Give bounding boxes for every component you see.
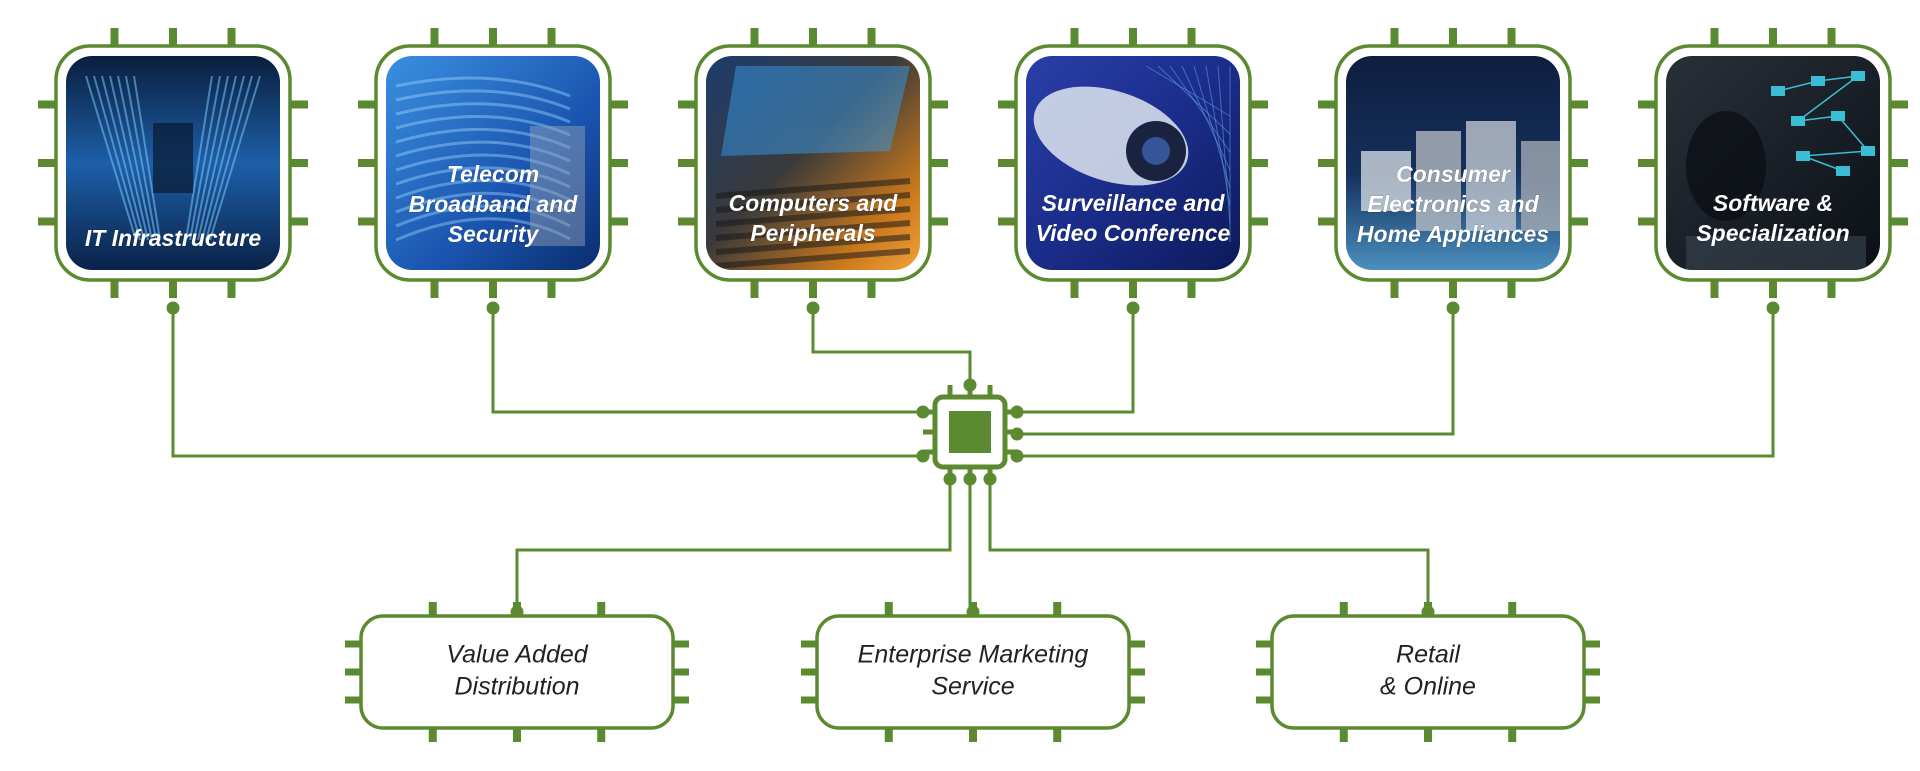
- connector-consumer-electronics: [1017, 302, 1455, 436]
- category-card-consumer-electronics-label-line-3: Home Appliances: [1357, 221, 1549, 247]
- software-flow-photo: [1686, 71, 1875, 270]
- connector-value-added-distribution: [515, 479, 952, 616]
- connector-computers: [811, 302, 972, 385]
- connector-dot-it-infrastructure: [166, 301, 180, 315]
- home-appliances-photo: [1361, 121, 1560, 231]
- category-card-image: [66, 56, 280, 270]
- connector-dot-telecom: [486, 301, 500, 315]
- category-card-computers-pins: [678, 28, 948, 298]
- service-box-retail-online-label-line-1: Retail: [1396, 641, 1461, 669]
- category-card-image: [1666, 56, 1880, 270]
- category-card-computers-label-line-1: Computers and: [729, 190, 899, 216]
- network-cables-photo: [395, 76, 585, 246]
- connector-dot-consumer-electronics: [1446, 301, 1460, 315]
- service-box-retail-online: Retail & Online: [1256, 602, 1600, 742]
- service-box-frame: [359, 614, 675, 730]
- laptop-photo: [715, 66, 911, 269]
- connector-retail-online: [988, 479, 1430, 616]
- connector-telecom: [491, 302, 923, 414]
- category-card-image: [386, 56, 600, 270]
- service-box-retail-online-pins: [1256, 602, 1600, 742]
- category-card-telecom-label-line-1: Telecom: [447, 161, 539, 187]
- service-box-value-added-distribution-label-line-1: Value Added: [446, 641, 588, 669]
- category-card-surveillance-pins: [998, 28, 1268, 298]
- service-box-frame: [1270, 614, 1586, 730]
- server-room-photo: [85, 75, 261, 241]
- category-card-image: [1346, 56, 1560, 270]
- service-box-enterprise-marketing-service-label-line-2: Service: [931, 673, 1014, 701]
- hub-pins: [923, 385, 1017, 479]
- category-card-consumer-electronics-label-line-1: Consumer: [1396, 161, 1511, 187]
- connector-dot-computers: [806, 301, 820, 315]
- category-card-image: [706, 56, 920, 270]
- connector-dot-surveillance: [1126, 301, 1140, 315]
- service-box-retail-online-label-line-2: & Online: [1380, 673, 1476, 701]
- category-card-surveillance-label-line-2: Video Conference: [1036, 220, 1231, 246]
- category-card-it-infrastructure-label-line-1: IT Infrastructure: [85, 225, 262, 251]
- central-chip-hub: [923, 385, 1017, 479]
- connector-software: [1017, 302, 1775, 458]
- category-card-image: [1026, 56, 1240, 270]
- service-box-enterprise-marketing-service-pins: [801, 602, 1145, 742]
- service-box-value-added-distribution-label-line-2: Distribution: [454, 673, 579, 701]
- category-card-telecom-label-line-3: Security: [448, 221, 540, 247]
- connector-dot-software: [1766, 301, 1780, 315]
- category-card-consumer-electronics-pins: [1318, 28, 1588, 298]
- service-box-value-added-distribution-pins: [345, 602, 689, 742]
- category-card-telecom-pins: [358, 28, 628, 298]
- category-card-surveillance-label-line-1: Surveillance and: [1042, 190, 1226, 216]
- connector-it-infrastructure: [171, 302, 923, 458]
- category-card-it-infrastructure-pins: [38, 28, 308, 298]
- category-card-software: Software & Specialization: [1638, 28, 1908, 298]
- service-box-frame: [815, 614, 1131, 730]
- category-card-telecom-label-line-2: Broadband and: [409, 191, 579, 217]
- category-card-consumer-electronics-label-line-2: Electronics and: [1367, 191, 1539, 217]
- category-card-it-infrastructure: IT Infrastructure: [38, 28, 308, 298]
- category-card-software-label-line-2: Specialization: [1696, 220, 1849, 246]
- hub-core: [949, 411, 991, 453]
- category-card-software-pins: [1638, 28, 1908, 298]
- security-camera-photo: [1033, 65, 1231, 242]
- connector-surveillance: [1017, 302, 1135, 414]
- service-box-enterprise-marketing-service-label-line-1: Enterprise Marketing: [858, 641, 1089, 669]
- category-card-software-label-line-1: Software &: [1713, 190, 1833, 216]
- category-card-computers-label-line-2: Peripherals: [750, 220, 875, 246]
